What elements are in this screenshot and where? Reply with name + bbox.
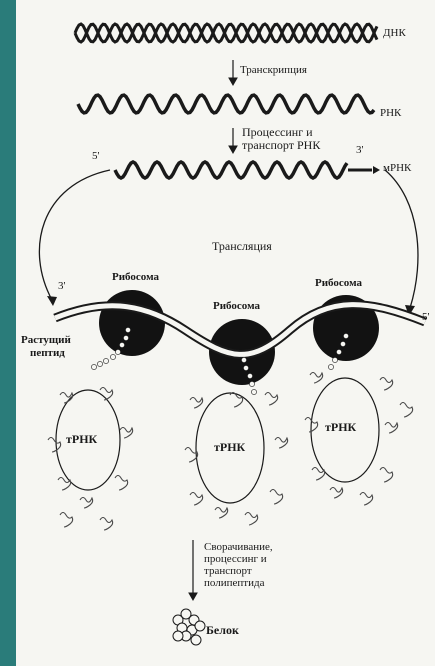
label-protein: Белок [206,624,239,637]
label-trna-left: тРНК [66,433,97,446]
label-3prime-top: 3' [356,144,363,157]
peptide-bead [243,365,248,370]
peptide-bead [336,349,341,354]
trna-squiggle [400,403,413,418]
peptide-bead [125,327,130,332]
transcription-arrow [229,60,237,85]
mrna-strand [115,162,347,178]
trna-squiggle [330,488,343,499]
dna-helix [75,24,377,42]
label-5prime-top: 5' [92,150,99,163]
trna-squiggle [190,493,203,506]
trna-squiggle [48,438,61,453]
trna-squiggle [265,393,278,406]
label-trna-middle: тРНК [214,441,245,454]
peptide-bead [119,342,124,347]
label-ribosome-right: Рибосома [315,277,362,290]
protein-subunit [195,621,205,631]
peptide-bead [343,333,348,338]
label-transcription: Транскрипция [240,64,307,77]
trna-squiggle [270,490,283,505]
peptide-bead [247,373,252,378]
processing-arrow [229,128,237,153]
trna-squiggle [215,508,228,519]
trna-squiggle [245,513,258,526]
ribosome-left [99,290,165,356]
trna-squiggle [380,468,393,483]
peptide-bead [251,389,256,394]
trna-squiggle [230,393,243,408]
label-dna: ДНК [383,27,406,40]
label-3prime-left: 3' [58,280,65,293]
rna-strand [78,95,374,113]
trna-squiggle [275,438,288,449]
peptide-bead [340,341,345,346]
protein-subunit [173,631,183,641]
peptide-bead [123,335,128,340]
label-trna-right: тРНК [325,421,356,434]
peptide-bead [91,364,96,369]
peptide-bead [241,357,246,362]
trna-squiggle [100,518,113,531]
left-arrowhead [47,296,57,306]
trna-squiggle [120,428,133,439]
trna-squiggle [360,493,373,506]
label-5prime-right: 5' [422,311,429,324]
label-rna: РНК [380,107,401,120]
protein-icon [173,609,205,645]
trna-squiggle [190,398,203,409]
right-curved-arrow [385,170,418,308]
protein-subunit [191,635,201,645]
peptide-bead [328,364,333,369]
mrna-tail-arrowhead [373,166,380,174]
label-ribosome-left: Рибосома [112,271,159,284]
peptide-bead [115,349,120,354]
trna-squiggle [380,378,393,391]
label-growing-peptide-2: пептид [30,347,65,360]
peptide-bead [249,381,254,386]
trna-squiggle [80,498,93,509]
peptide-bead [332,357,337,362]
trna-squiggle [310,373,323,384]
trna-squiggle [115,476,128,491]
trna-squiggle [385,423,398,434]
peptide-bead [103,358,108,363]
label-processing-2: транспорт РНК [242,139,320,152]
label-mrna: мРНК [383,162,411,175]
label-folding-4: полипептида [204,577,264,590]
label-ribosome-middle: Рибосома [213,300,260,313]
label-translation: Трансляция [212,240,272,253]
left-curved-arrow [39,170,110,300]
label-growing-peptide-1: Растущий [21,334,71,347]
peptide-bead [110,354,115,359]
trna-squiggle [60,513,73,528]
folding-arrow [189,540,197,600]
peptide-bead [97,361,102,366]
